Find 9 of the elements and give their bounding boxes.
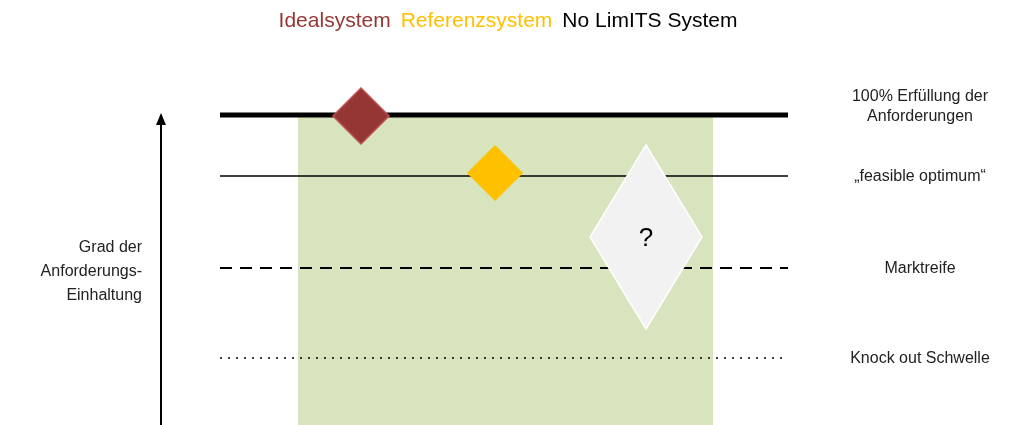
line-label: 100% Erfüllung der Anforderungen [850,86,990,126]
legend-label: Referenzsystem [400,8,553,31]
line-label: Marktreife [883,258,957,278]
line-label: Knock out Schwelle [849,348,991,368]
legend-label: No LimITS System [562,8,738,31]
axis-label: Grad der Anforderungs-Einhaltung [39,237,142,305]
legend-label: Idealsystem [278,8,391,31]
question-mark: ? [637,221,655,253]
line-label: „feasible optimum“ [853,166,987,186]
